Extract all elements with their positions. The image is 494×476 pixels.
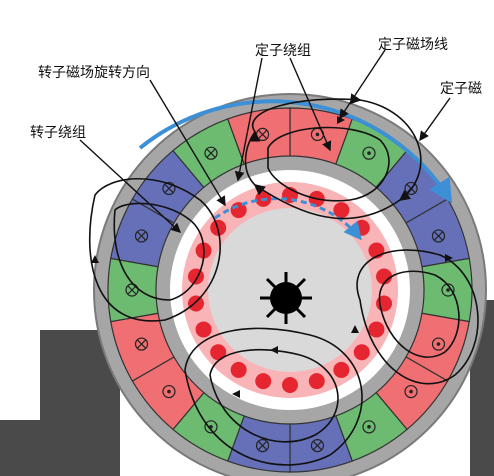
current-in-cross: [137, 231, 146, 241]
rotor-conductor: [195, 321, 212, 338]
current-out-dot: [315, 132, 320, 137]
current-out-symbol: [204, 420, 218, 434]
rotor-conductor: [333, 361, 350, 378]
rotor-conductor: [376, 295, 393, 312]
current-out-symbol: [162, 384, 176, 399]
rotor-conductor: [308, 373, 325, 390]
rotor-conductor: [368, 321, 385, 338]
rotor-conductor: [282, 377, 298, 393]
current-out-dot: [409, 389, 413, 394]
rotor-conductor: [187, 268, 204, 285]
current-out-dot: [167, 389, 171, 394]
current-in-symbol: [431, 229, 446, 243]
current-in-cross: [164, 184, 174, 193]
current-out-symbol: [404, 384, 418, 399]
current-in-symbol: [255, 438, 270, 453]
rotor-conductor: [376, 268, 393, 285]
current-in-cross: [206, 148, 216, 158]
leader-lines: [79, 49, 451, 233]
current-in-symbol: [134, 229, 149, 243]
shaft-icon: [260, 272, 312, 324]
rotor-conductor: [353, 344, 370, 361]
current-out-dot: [367, 425, 371, 429]
field-line-arrowheads: [91, 116, 453, 398]
current-in-cross: [258, 441, 267, 451]
label-stator-magnet: 定子磁: [440, 81, 482, 97]
stator-segment: [107, 257, 159, 323]
current-out-dot: [436, 342, 441, 346]
rotor-conductor: [187, 295, 204, 312]
label-stator-field-lines: 定子磁场线: [378, 37, 448, 53]
rotor-conductor: [230, 361, 247, 378]
rotor-conductor: [255, 373, 272, 390]
current-out-dot: [446, 288, 450, 292]
current-out-symbol: [441, 283, 455, 297]
label-stator-winding: 定子绕组: [255, 43, 311, 59]
label-rotor-winding: 转子绕组: [30, 125, 86, 141]
current-out-symbol: [362, 420, 376, 434]
current-in-cross: [313, 441, 322, 451]
rotor-conductor: [210, 344, 227, 361]
current-in-symbol: [162, 181, 176, 196]
current-in-cross: [137, 339, 146, 349]
current-in-symbol: [204, 146, 218, 160]
current-in-symbol: [310, 438, 325, 453]
current-in-cross: [127, 285, 137, 295]
current-in-cross: [434, 231, 443, 241]
stator-field-lines: [89, 99, 479, 466]
label-rotor-field-direction: 转子磁场旋转方向: [38, 65, 150, 81]
current-out-dot: [367, 151, 371, 155]
rotor-conductor: [333, 202, 350, 219]
current-out-symbol: [431, 337, 446, 351]
motor-base: [0, 330, 120, 476]
current-in-symbol: [134, 337, 149, 351]
